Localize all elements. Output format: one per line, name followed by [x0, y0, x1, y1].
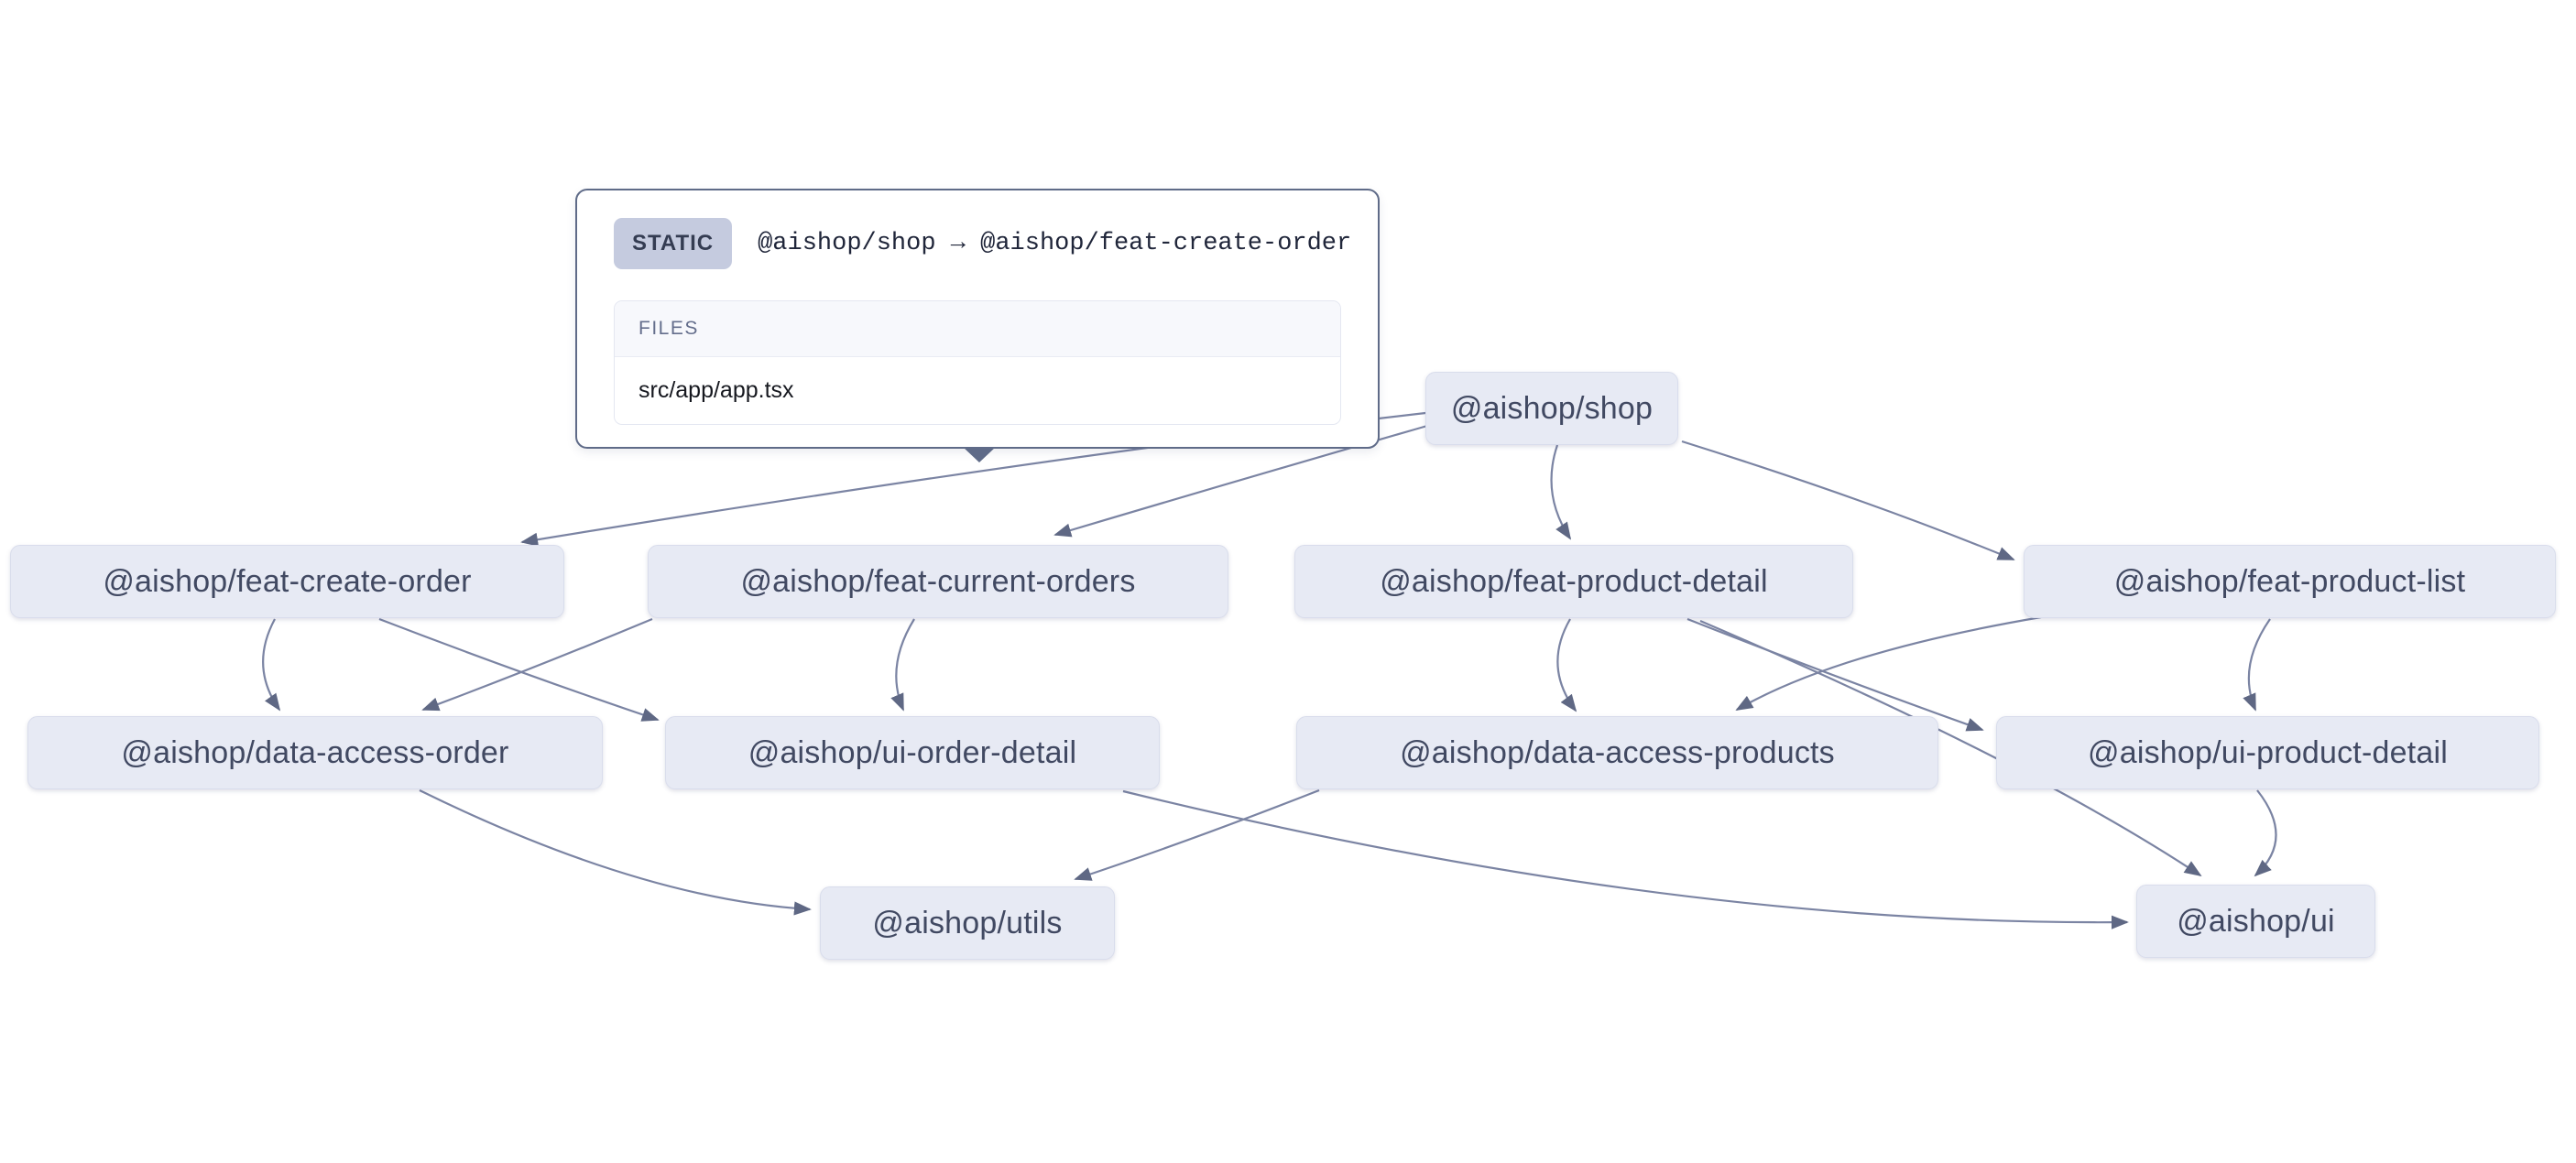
graph-node-ui-order-detail[interactable]: @aishop/ui-order-detail	[665, 716, 1160, 789]
graph-node-data-access-products[interactable]: @aishop/data-access-products	[1296, 716, 1938, 789]
node-label: @aishop/ui-order-detail	[748, 734, 1077, 770]
edge-shop-to-feat-current-orders[interactable]	[1053, 422, 1435, 538]
graph-node-feat-product-detail[interactable]: @aishop/feat-product-detail	[1294, 545, 1853, 618]
graph-node-data-access-order[interactable]: @aishop/data-access-order	[27, 716, 603, 789]
edge-feat-product-detail-to-ui[interactable]	[1699, 619, 2202, 877]
graph-node-feat-current-orders[interactable]: @aishop/feat-current-orders	[648, 545, 1228, 618]
edge-files-header: FILES	[615, 301, 1340, 357]
edge-feat-product-detail-to-ui-product-detail[interactable]	[1686, 617, 1984, 732]
node-label: @aishop/feat-product-list	[2113, 563, 2466, 599]
edge-feat-current-orders-to-data-access-order[interactable]	[421, 617, 653, 712]
edge-tooltip-pointer-icon	[963, 447, 996, 462]
edge-data-access-products-to-utils[interactable]	[1074, 788, 1320, 881]
node-label: @aishop/ui	[2177, 903, 2335, 939]
node-label: @aishop/shop	[1450, 390, 1654, 426]
edge-shop-to-feat-product-list[interactable]	[1681, 440, 2015, 561]
node-label: @aishop/feat-product-detail	[1380, 563, 1768, 599]
edge-ui-product-detail-to-ui[interactable]	[2254, 789, 2277, 877]
graph-node-shop[interactable]: @aishop/shop	[1425, 372, 1678, 445]
graph-node-feat-create-order[interactable]: @aishop/feat-create-order	[10, 545, 564, 618]
graph-node-utils[interactable]: @aishop/utils	[820, 886, 1115, 960]
edge-data-access-order-to-utils[interactable]	[419, 789, 812, 916]
node-label: @aishop/ui-product-detail	[2088, 734, 2448, 770]
edge-tooltip-header: STATIC @aishop/shop → @aishop/feat-creat…	[577, 190, 1378, 269]
node-label: @aishop/feat-create-order	[103, 563, 472, 599]
node-label: @aishop/feat-current-orders	[740, 563, 1136, 599]
edge-tooltip-title: @aishop/shop → @aishop/feat-create-order	[758, 230, 1352, 257]
edge-type-badge: STATIC	[614, 218, 733, 269]
graph-node-feat-product-list[interactable]: @aishop/feat-product-list	[2024, 545, 2556, 618]
edge-feat-current-orders-to-ui-order-detail[interactable]	[890, 618, 915, 712]
edge-feat-product-list-to-data-access-products[interactable]	[1735, 615, 2042, 711]
node-label: @aishop/utils	[872, 905, 1063, 940]
node-label: @aishop/data-access-products	[1400, 734, 1835, 770]
graph-node-ui[interactable]: @aishop/ui	[2136, 885, 2375, 958]
edge-feat-product-detail-to-data-access-products[interactable]	[1556, 618, 1577, 712]
edge-file-path: src/app/app.tsx	[639, 377, 794, 403]
graph-node-ui-product-detail[interactable]: @aishop/ui-product-detail	[1996, 716, 2539, 789]
edge-tooltip: STATIC @aishop/shop → @aishop/feat-creat…	[575, 189, 1380, 449]
edge-feat-create-order-to-data-access-order[interactable]	[262, 618, 281, 712]
edge-shop-to-feat-product-detail[interactable]	[1550, 444, 1572, 540]
edge-feat-product-list-to-ui-product-detail[interactable]	[2243, 618, 2271, 712]
node-label: @aishop/data-access-order	[121, 734, 509, 770]
edge-files-panel: FILES src/app/app.tsx	[614, 300, 1341, 425]
edge-ui-order-detail-to-ui[interactable]	[1122, 789, 2129, 929]
